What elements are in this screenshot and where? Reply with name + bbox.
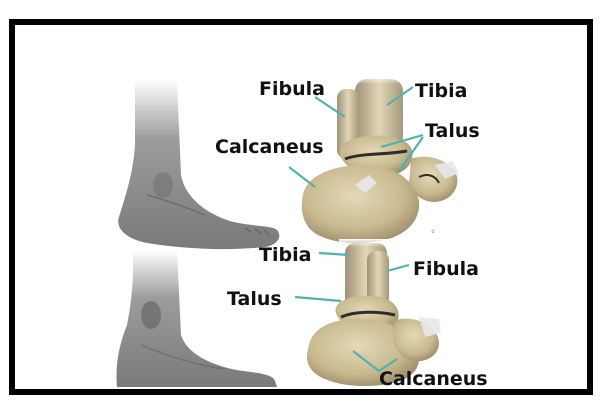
top-label-talus: Talus [425, 120, 480, 142]
top-label-calcaneus: Calcaneus [215, 136, 324, 158]
top-label-fibula: Fibula [259, 78, 325, 100]
bottom-talus-pointer [295, 297, 341, 301]
top-label-tibia: Tibia [415, 80, 467, 102]
svg-text:©: © [431, 229, 435, 234]
top-foot-illustration [118, 80, 279, 249]
diagram-frame: © Fibula Tibia Talus Calcaneus [9, 19, 593, 395]
bottom-label-calcaneus: Calcaneus [379, 368, 488, 389]
bottom-panel: Tibia Fibula Talus Calcaneus [116, 239, 487, 389]
ankle-anatomy-diagram: © Fibula Tibia Talus Calcaneus [15, 25, 587, 389]
top-panel: © Fibula Tibia Talus Calcaneus [118, 75, 479, 249]
bottom-fibula-pointer [387, 265, 409, 271]
bottom-label-talus: Talus [227, 288, 282, 310]
bottom-foot-illustration [116, 250, 277, 387]
bottom-label-fibula: Fibula [413, 258, 479, 280]
top-calcaneus-pointer [289, 167, 315, 187]
bottom-label-tibia: Tibia [259, 244, 311, 266]
